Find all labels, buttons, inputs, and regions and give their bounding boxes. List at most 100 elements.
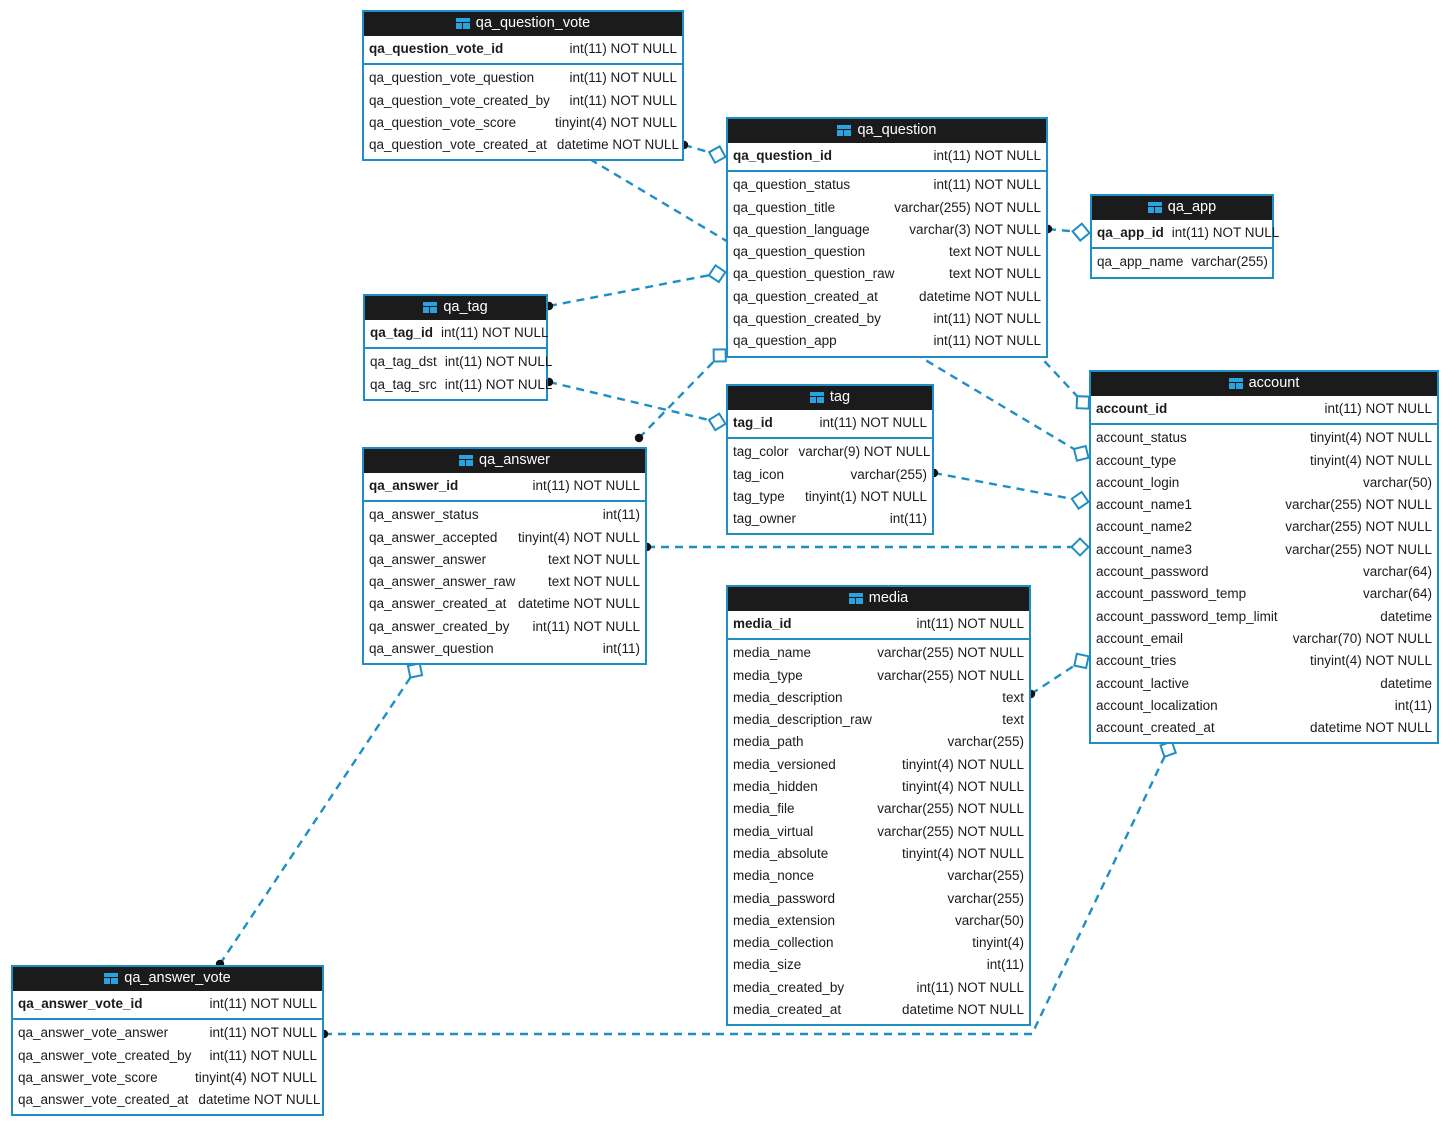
column-name: qa_question_title — [733, 199, 836, 215]
relation-line — [548, 380, 727, 426]
column-type: datetime NOT NULL — [901, 1002, 1024, 1018]
relation-rel-qanswer-question[interactable] — [634, 348, 727, 443]
column-name: qa_answer_created_at — [369, 596, 507, 612]
relation-rel-qav-answer[interactable] — [215, 662, 424, 969]
relation-line — [933, 471, 1090, 504]
table-header[interactable]: account — [1091, 372, 1437, 396]
primary-key-diamond — [406, 662, 424, 679]
column-type: datetime NOT NULL — [1309, 720, 1432, 736]
table-icon — [809, 392, 824, 403]
primary-key-diamond — [1071, 222, 1091, 243]
relation-rel-qatag-question[interactable] — [544, 263, 727, 311]
table-header[interactable]: qa_tag — [365, 296, 546, 320]
column-name: account_password — [1096, 564, 1209, 580]
column-type: int(11) NOT NULL — [933, 333, 1041, 349]
column-type: int(11) NOT NULL — [1324, 401, 1432, 416]
column-type: int(11) NOT NULL — [933, 177, 1041, 193]
table-header[interactable]: qa_answer — [364, 449, 645, 473]
table-icon — [455, 18, 470, 29]
relation-rel-tag-account[interactable] — [929, 468, 1090, 511]
relation-rel-qqv-question[interactable] — [679, 140, 727, 165]
column-type: varchar(255) NOT NULL — [894, 199, 1041, 215]
column-name: account_login — [1096, 474, 1180, 490]
table-header[interactable]: qa_answer_vote — [13, 967, 322, 991]
table-header[interactable]: qa_question_vote — [364, 12, 682, 36]
relation-rel-media-account[interactable] — [1026, 652, 1090, 699]
column-name: media_size — [733, 957, 802, 973]
table-header[interactable]: media — [728, 587, 1029, 611]
column-name: account_lactive — [1096, 675, 1190, 691]
column-type: datetime NOT NULL — [198, 1092, 321, 1108]
column-name: qa_question_id — [733, 148, 833, 163]
column-type: int(11) NOT NULL — [444, 376, 553, 392]
column-name: media_path — [733, 734, 804, 750]
table-title: qa_answer — [479, 452, 550, 468]
column-name: qa_answer_created_by — [369, 618, 510, 634]
table-icon — [423, 302, 438, 313]
column-type: tinyint(4) NOT NULL — [901, 756, 1024, 772]
column-name: qa_tag_src — [370, 376, 437, 392]
column-name: qa_answer_status — [369, 507, 479, 523]
table-title: qa_app — [1167, 199, 1217, 215]
column-type: int(11) NOT NULL — [569, 41, 677, 56]
relation-rel-question-app[interactable] — [1043, 222, 1091, 243]
column-name: media_virtual — [733, 823, 814, 839]
column-name: media_description_raw — [733, 712, 872, 728]
column-name: qa_answer_question — [369, 641, 494, 657]
column-name: qa_question_status — [733, 177, 851, 193]
column-name: qa_question_vote_score — [369, 114, 517, 130]
column-type: tinyint(4) NOT NULL — [554, 114, 677, 130]
column-type: varchar(3) NOT NULL — [909, 221, 1041, 237]
relation-rel-qanswer-account[interactable] — [642, 537, 1090, 557]
relation-line — [548, 270, 727, 308]
column-type: int(11) NOT NULL — [819, 415, 927, 430]
table-header[interactable]: qa_app — [1092, 196, 1272, 220]
table-header[interactable]: tag — [728, 386, 932, 410]
relation-line — [683, 143, 727, 159]
column-row: qa_question_status int(11) NOT NULL — [728, 174, 1046, 196]
column-type: int(11) NOT NULL — [1171, 225, 1280, 240]
table-header[interactable]: qa_question — [728, 119, 1046, 143]
table-title: media — [868, 590, 909, 606]
table-qa_question[interactable]: qa_question qa_question_id int(11) NOT NUL… — [726, 117, 1048, 358]
column-type: int(11) NOT NULL — [933, 148, 1041, 163]
relation-rel-qatag-tag[interactable] — [544, 377, 727, 432]
column-name: qa_question_vote_question — [369, 70, 535, 86]
column-type: int(11) NOT NULL — [209, 1025, 317, 1041]
